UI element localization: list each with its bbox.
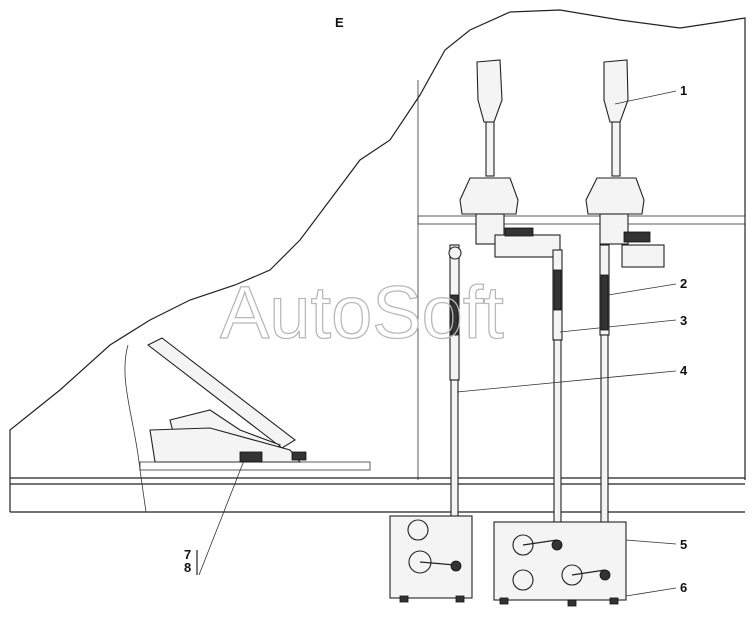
left-control-lever [459, 59, 561, 258]
left-box-arm [419, 561, 456, 566]
right-lower-box [493, 521, 627, 607]
callout-leaders [198, 90, 677, 597]
right-valve-body [621, 244, 665, 268]
right-box-housing [493, 521, 627, 601]
leader-1 [614, 90, 677, 105]
leader-2 [607, 283, 677, 296]
left-valve-fittings [504, 227, 534, 237]
right-box-arm-b [571, 569, 606, 576]
leader-7-8 [198, 457, 246, 576]
right-valve-fittings [623, 231, 651, 243]
right-box-foot-3 [609, 597, 619, 605]
left-box-foot-2 [455, 595, 465, 603]
right-box-arm-a [522, 539, 558, 546]
watermark-text: AutoSoft [220, 271, 504, 354]
cab-wall-outline [9, 9, 746, 480]
right-lever-boot [585, 177, 645, 215]
left-box-arm-end [450, 560, 462, 572]
pedal-assembly [139, 337, 371, 471]
right-lever-knob [603, 59, 629, 123]
callout-4: 4 [680, 363, 688, 378]
callout-6: 6 [680, 580, 687, 595]
rod-4-adjuster [450, 294, 459, 336]
right-control-lever [585, 59, 665, 268]
callout-7: 7 [184, 547, 191, 562]
right-box-arm-end-a [551, 539, 563, 551]
right-box-pivot-b [512, 569, 534, 591]
right-lever-stem [611, 121, 621, 177]
left-box-foot-1 [399, 595, 409, 603]
left-lever-knob [476, 59, 503, 123]
leader-5 [625, 539, 677, 545]
view-label: Е [335, 15, 344, 30]
pedal-bolt-block-2 [291, 451, 307, 461]
left-box-pivot-upper [407, 519, 429, 541]
pedal-plate [146, 337, 296, 449]
left-box-housing [389, 515, 473, 599]
leader-3 [559, 319, 677, 333]
cable-line [124, 344, 147, 513]
cab-floor-panel [417, 215, 746, 225]
right-box-foot-2 [567, 599, 577, 607]
right-box-foot-1 [499, 597, 509, 605]
callout-8: 8 [184, 560, 191, 575]
left-lever-stem [485, 121, 495, 177]
linkage-rods [448, 244, 610, 571]
callout-5: 5 [680, 537, 687, 552]
callout-1: 1 [680, 83, 687, 98]
left-lever-boot [459, 177, 519, 215]
right-box-arm-end-b [599, 569, 611, 581]
left-lower-box [389, 515, 473, 603]
right-lever-base [599, 213, 629, 245]
rod-2-adjuster [600, 274, 609, 331]
leader-6 [625, 587, 677, 597]
pedal-mount-rail [139, 461, 371, 471]
leader-4 [456, 370, 677, 393]
callout-3: 3 [680, 313, 687, 328]
rod-4-top-pivot [448, 246, 462, 260]
pedal-bolt-block [239, 451, 263, 463]
rod-3-lower [553, 339, 562, 541]
callout-2: 2 [680, 276, 687, 291]
left-valve-body [494, 234, 561, 258]
rod-3-adjuster [553, 269, 562, 311]
